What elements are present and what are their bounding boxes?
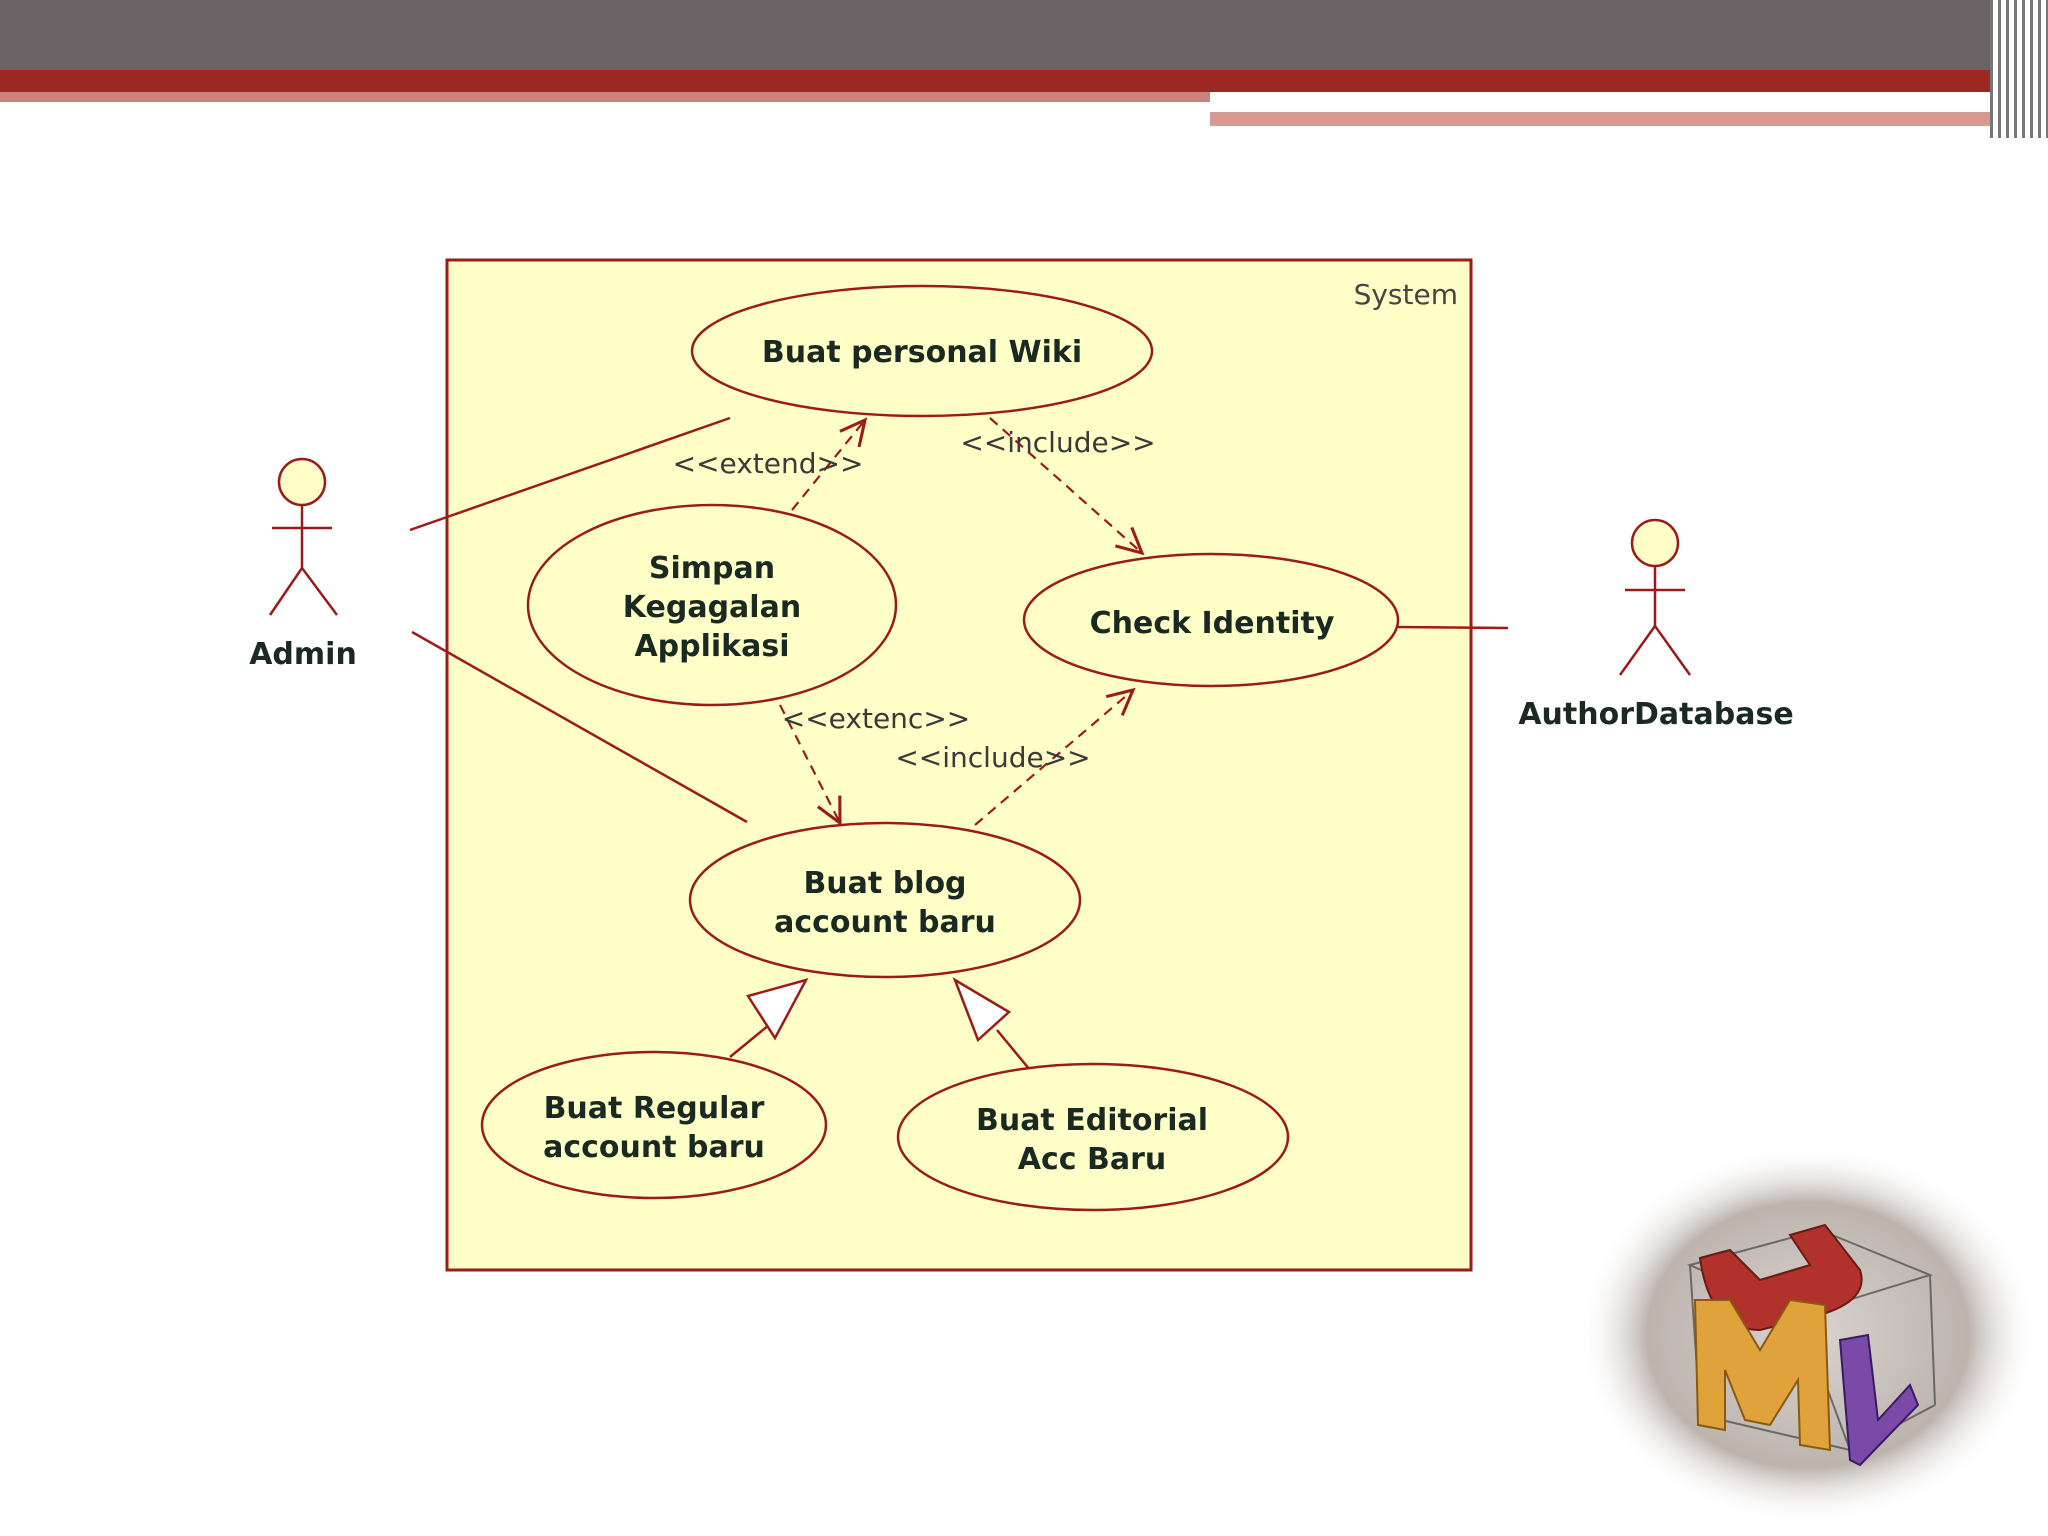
extend-label-bottom: <<extenc>> [782,702,971,735]
header-red-stripe [0,70,1995,92]
use-case-label: account baru [774,905,996,940]
extend-arrow-bottom [779,704,840,823]
include-label-top: <<include>> [960,426,1155,459]
association-admin-wiki [409,416,731,532]
header-white-line [1210,108,1897,112]
uml-cube-logo [1578,1145,2038,1525]
generalization-head-regular [746,978,809,1041]
use-case-buat-personal-wiki [690,284,1154,418]
include-label-bottom: <<include>> [895,741,1090,774]
use-case-simpan-kegagalan [526,503,898,707]
use-case-buat-blog-account [688,821,1082,979]
include-arrow-bottom [974,690,1133,826]
use-case-label: Buat Editorial [976,1103,1208,1138]
generalization-editorial [996,1029,1031,1071]
generalization-head-editorial [952,977,1012,1043]
use-case-buat-editorial-account [896,1062,1290,1212]
association-admin-blog [411,630,748,824]
use-case-label: Applikasi [634,629,789,664]
use-case-label: Buat blog [803,866,966,901]
use-case-label: Kegagalan [623,590,801,625]
use-case-label: Check Identity [1090,606,1335,641]
use-case-label: Simpan [649,551,775,586]
header-bar [0,0,2048,70]
header-white-line-right [1650,128,2000,136]
header-pink-stripe-right [1210,112,1990,126]
actor-admin-label: Admin [249,637,357,672]
use-case-label: Acc Baru [1018,1142,1167,1177]
use-case-label: account baru [543,1130,765,1165]
use-case-label: Buat Regular [544,1091,765,1126]
actor-author-database-label: AuthorDatabase [1518,697,1793,732]
system-label: System [1354,278,1458,311]
extend-arrow-top [791,420,865,511]
use-case-buat-regular-account [480,1050,828,1200]
use-case-label: Buat personal Wiki [762,335,1082,370]
extend-label-top: <<extend>> [673,447,864,480]
actor-admin [268,457,339,616]
header-edge-lines [1990,0,2048,138]
association-check-database [1397,625,1509,630]
header-pink-stripe [0,92,1210,102]
use-case-check-identity [1022,552,1400,688]
actor-author-database [1618,518,1692,676]
